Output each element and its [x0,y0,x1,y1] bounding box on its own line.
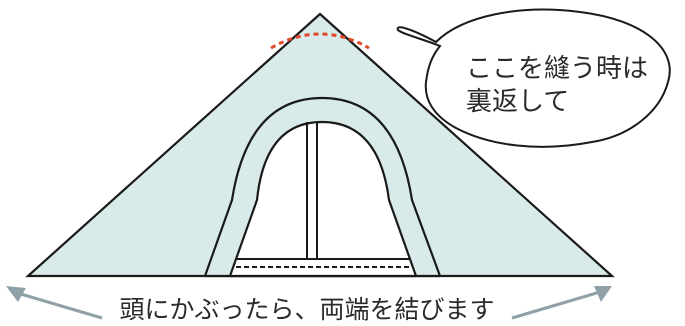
arrow-right-icon [511,286,612,320]
caption-text: 頭にかぶったら、両端を結びます [119,295,494,324]
bubble-line-1: ここを縫う時は [466,54,648,84]
stitch-marker-dashed [270,32,370,50]
arch-opening [228,120,418,278]
bubble-line-2: 裏返して [466,87,569,117]
arrow-left-icon [6,286,103,320]
speech-bubble [396,8,671,148]
